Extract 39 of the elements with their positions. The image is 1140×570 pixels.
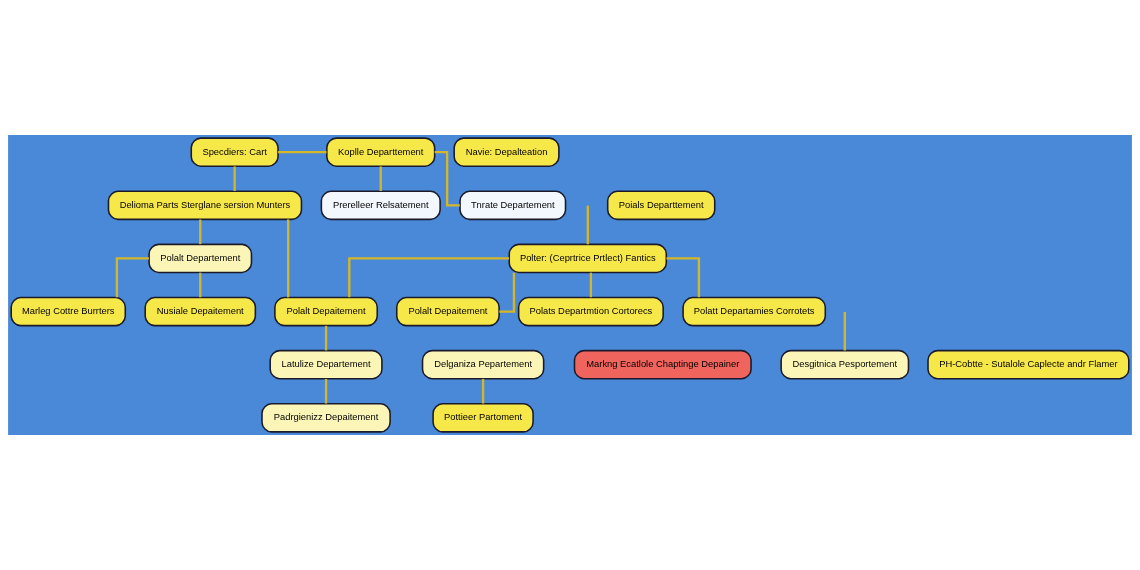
connector [233, 166, 236, 192]
node-box: Polats Departmtion Cortorecs [517, 296, 664, 327]
connector [199, 272, 202, 298]
node-box: Prerelleer Relsatement [320, 190, 441, 221]
node-box: Koplle Departtement [326, 137, 436, 168]
node-box: Polalt Depaitement [274, 296, 378, 327]
node-box: Padrgienizz Depaitement [261, 402, 391, 433]
connector [586, 205, 589, 245]
connector [666, 257, 701, 298]
node-box: Pottieer Partoment [432, 402, 534, 433]
node-box: Delioma Parts Sterglane sersion Munters [107, 190, 303, 221]
node-box: Poials Departtement [606, 190, 716, 221]
connector [379, 166, 382, 192]
node-box: Desgitnica Pesportement [780, 349, 910, 380]
node-box: Navie: Depalteation [453, 137, 560, 168]
connector [324, 325, 328, 351]
node-box: Marleg Cottre Burrters [10, 296, 127, 327]
node-box: Tnrate Departement [459, 190, 567, 221]
connector [481, 378, 485, 404]
connector [278, 151, 327, 154]
node-box: Markng Ecatlole Chaptinge Depainer [573, 349, 752, 380]
connector [434, 151, 460, 207]
node-box: Polalt Departement [148, 243, 253, 274]
connector [324, 378, 328, 404]
node-box: Polter: (Ceprtrice Prtlect) Fantics [508, 243, 668, 274]
node-box: Delganiza Pepartement [421, 349, 545, 380]
connector [287, 219, 290, 298]
node-box: Polalt Depaitement [396, 296, 500, 327]
connector [348, 257, 509, 298]
connector [589, 272, 593, 298]
node-box: Specdiers: Cart [190, 137, 279, 168]
node-box: Nusiale Depaitement [144, 296, 257, 327]
node-box: Polatt Departamies Corrotets [682, 296, 827, 327]
connector [499, 272, 516, 313]
connector [115, 257, 149, 298]
node-box: PH-Cobtte - Sutalole Caplecte andr Flamer [927, 349, 1130, 380]
node-box: Latulize Departement [269, 349, 383, 380]
connector [199, 219, 202, 245]
connector [843, 311, 846, 351]
